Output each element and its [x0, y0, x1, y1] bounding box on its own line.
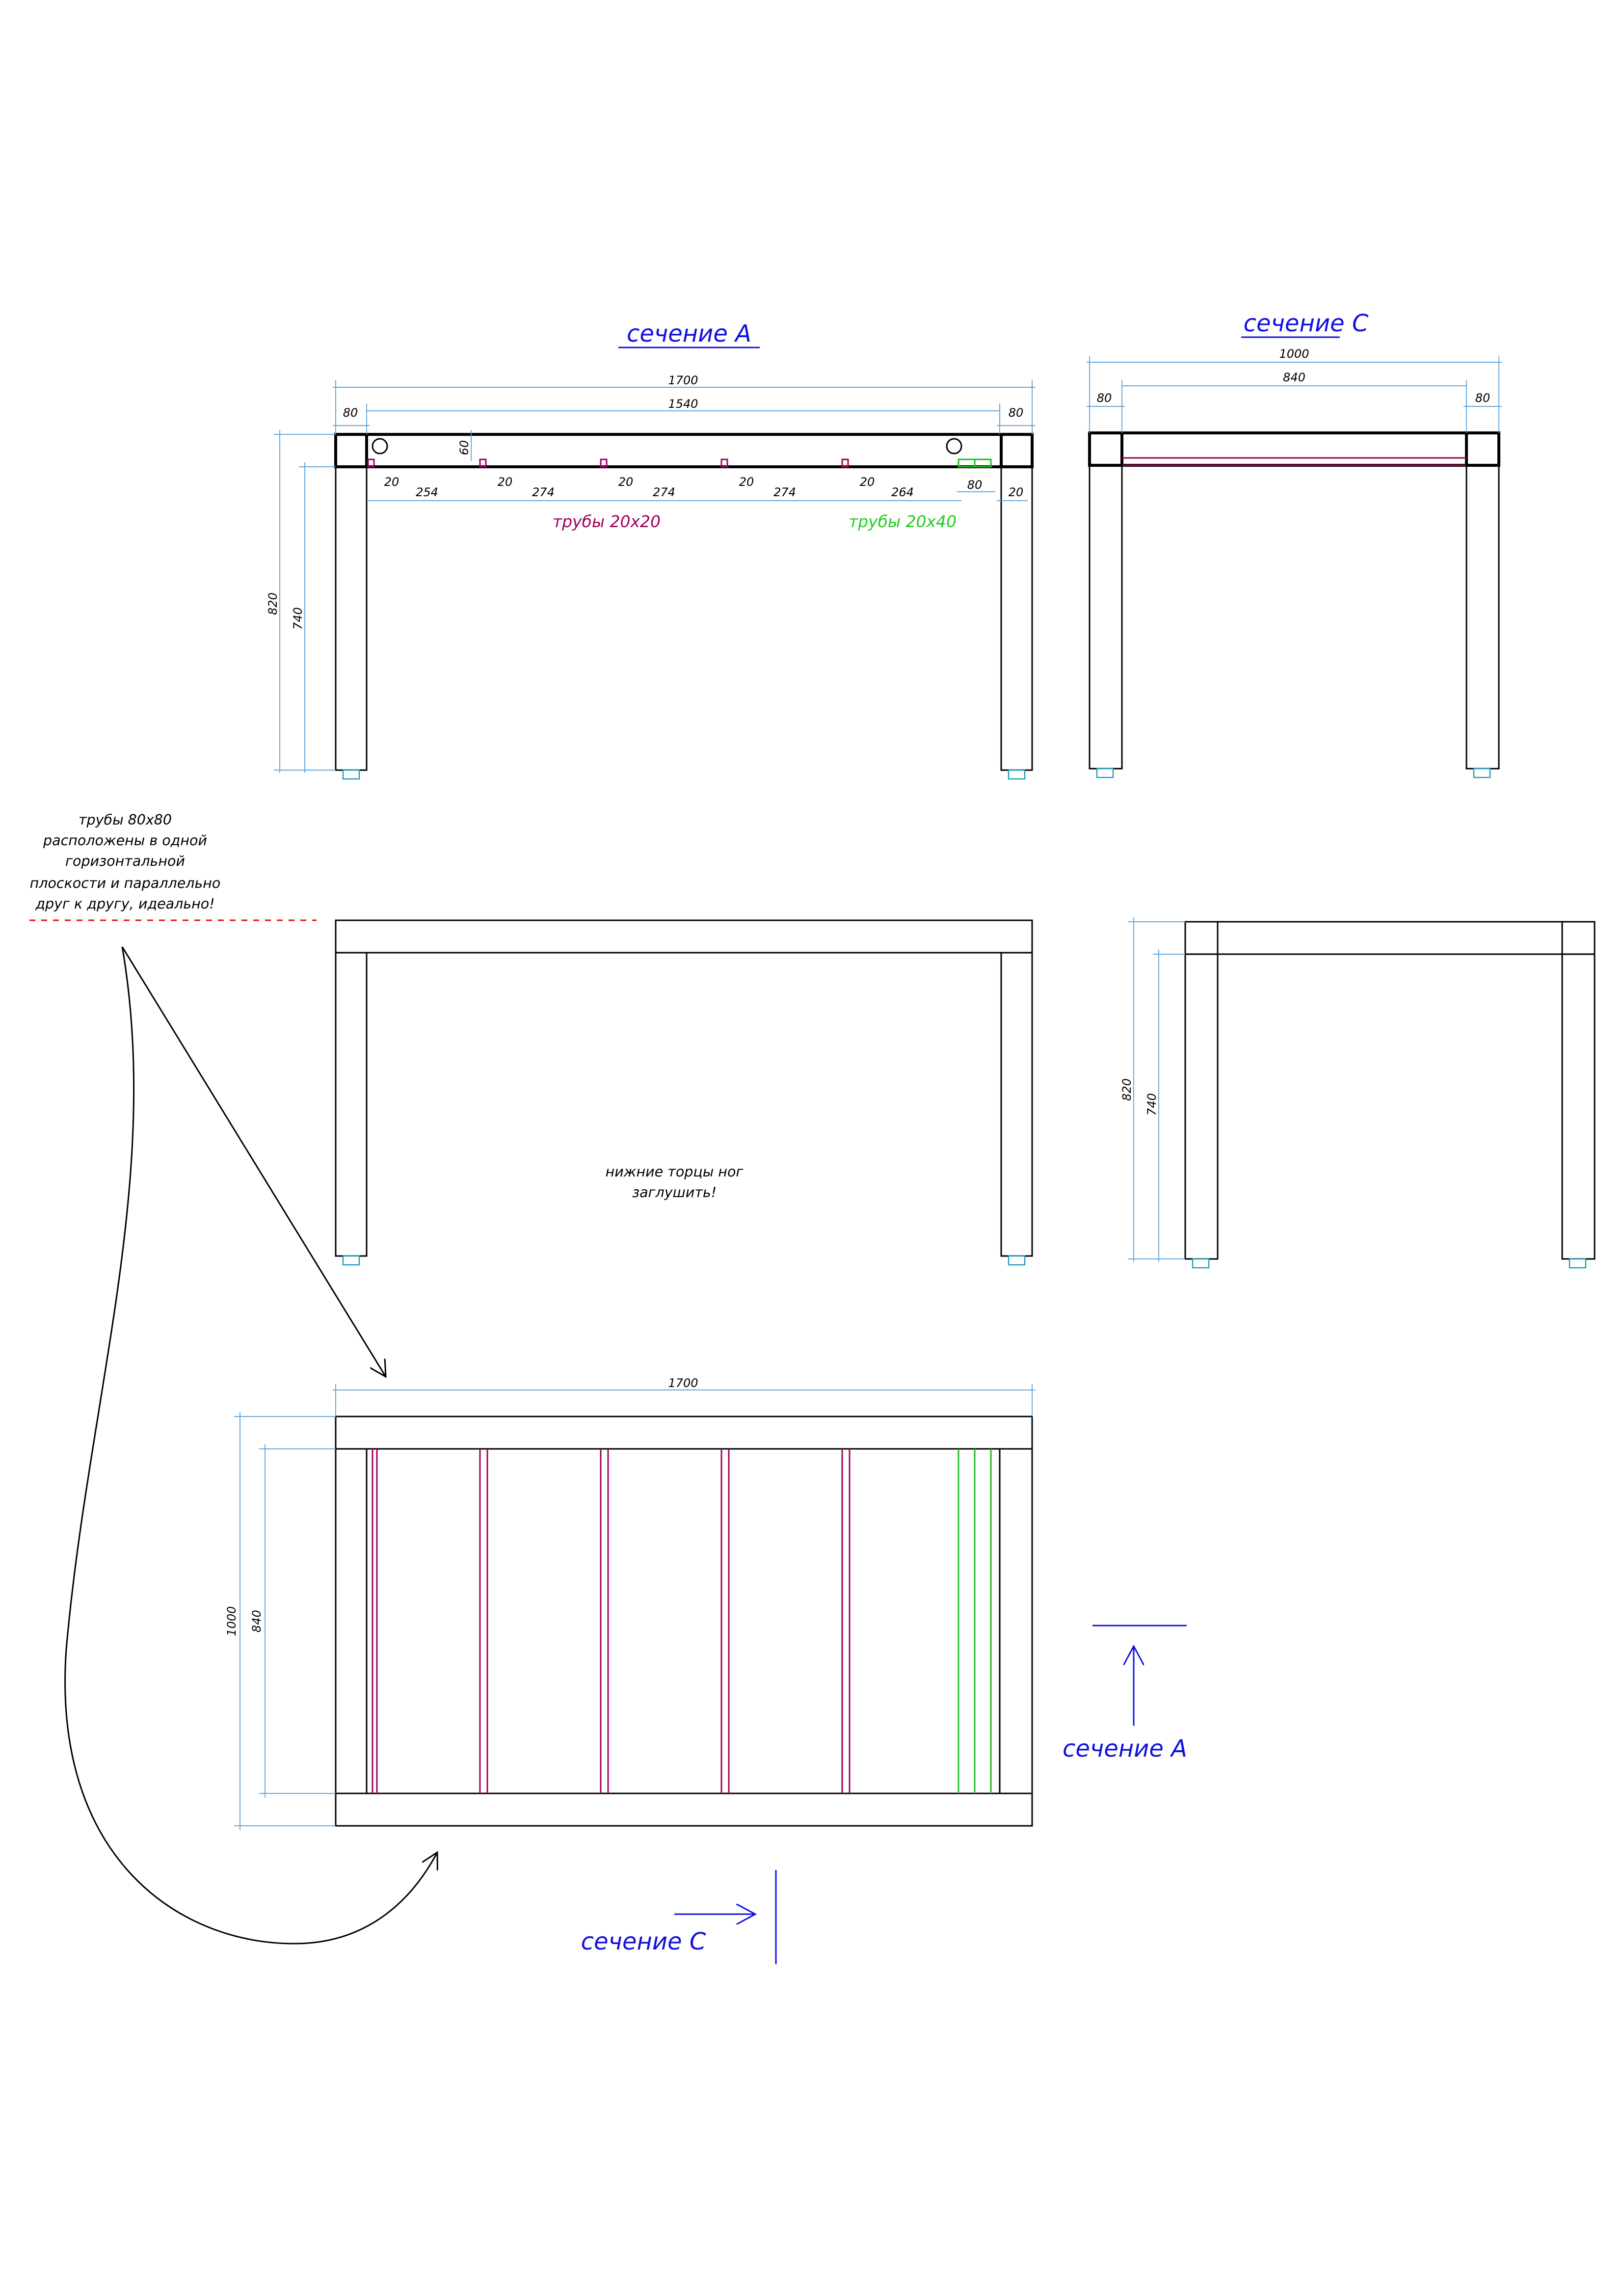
foot-right [1008, 1255, 1026, 1266]
leg-section-left [1088, 431, 1123, 467]
leg-section-left [334, 433, 368, 469]
dim-820: 820 [266, 592, 280, 615]
pointer-arrows [64, 946, 437, 1945]
svg-text:264: 264 [891, 485, 914, 499]
note-80x80: трубы 80x80 расположены в одной горизонт… [29, 812, 317, 921]
side-view: 820 740 [1120, 917, 1596, 1269]
leg-left [335, 952, 368, 1257]
dim-1540: 1540 [668, 397, 698, 411]
tubes-20x20 [367, 458, 849, 468]
tubes-20x40 [958, 1449, 992, 1794]
table-top-rail [334, 433, 1034, 469]
dim-740: 740 [291, 607, 305, 630]
svg-text:20: 20 [1009, 485, 1024, 499]
svg-text:254: 254 [416, 485, 438, 499]
leg-right [1465, 464, 1500, 770]
hole-icon [946, 438, 962, 454]
curved-arrow-icon [64, 946, 437, 1945]
dimension-lines [274, 380, 1035, 774]
dim-80-left: 80 [343, 406, 358, 420]
dim-1000: 1000 [225, 1606, 239, 1636]
table-top [1184, 921, 1596, 955]
svg-text:друг к другу, идеально!: друг к другу, идеально! [35, 896, 214, 912]
leg-right [1000, 466, 1033, 771]
label-tubes-20x20: трубы 20x20 [553, 512, 661, 531]
dim-1700: 1700 [668, 1376, 698, 1390]
dim-80-right: 80 [1475, 391, 1491, 405]
leg-caps-note: нижние торцы ног [606, 1164, 744, 1180]
foot-right [1008, 769, 1026, 780]
dim-80-left: 80 [1097, 391, 1112, 405]
dim-840: 840 [1283, 371, 1305, 384]
svg-text:274: 274 [532, 485, 555, 499]
section-a-title: сечение A [627, 320, 751, 347]
tubes-20x40 [958, 458, 992, 468]
foot-left [1096, 768, 1114, 778]
dim-740: 740 [1145, 1093, 1159, 1116]
tubes-20x20 [372, 1449, 851, 1794]
leg-section-right [1465, 431, 1500, 467]
svg-text:20: 20 [618, 475, 634, 489]
svg-text:20: 20 [739, 475, 754, 489]
foot-left [342, 769, 360, 780]
dim-60: 60 [457, 440, 471, 455]
arrow-icon [121, 946, 386, 1377]
leg-caps-note: заглушить! [632, 1184, 717, 1201]
leg-right [1561, 953, 1596, 1260]
svg-text:274: 274 [773, 485, 796, 499]
dim-1000: 1000 [1279, 347, 1309, 361]
svg-text:20: 20 [498, 475, 513, 489]
svg-text:274: 274 [653, 485, 675, 499]
spacing-dims: 20 254 20 274 20 274 20 274 20 264 80 20 [384, 475, 1024, 499]
foot-left [342, 1255, 360, 1266]
svg-text:горизонтальной: горизонтальной [65, 853, 185, 869]
section-c-marker: сечение C [581, 1870, 777, 1965]
dim-840: 840 [250, 1610, 264, 1632]
label-tubes-20x40: трубы 20x40 [849, 512, 957, 531]
section-a-marker: сечение A [1063, 1625, 1187, 1762]
section-c-view: сечение C 1000 840 80 80 [1087, 310, 1502, 778]
svg-text:плоскости и параллельно: плоскости и параллельно [30, 875, 221, 891]
svg-text:трубы 80x80: трубы 80x80 [79, 812, 172, 828]
marker-c-label: сечение C [581, 1928, 706, 1955]
hole-icon [372, 438, 388, 454]
plan-view: 1700 1000 840 [225, 1376, 1035, 1831]
foot-right [1473, 768, 1491, 778]
dimension-lines [1087, 356, 1502, 433]
dim-1700: 1700 [668, 374, 698, 387]
leg-left [1184, 953, 1219, 1260]
leg-left [335, 466, 368, 771]
frame-outline [335, 1415, 1033, 1827]
svg-text:80: 80 [967, 478, 983, 492]
dim-820: 820 [1120, 1078, 1134, 1101]
section-a-view: сечение A 1700 1540 80 80 60 820 740 20 … [266, 320, 1035, 780]
leg-right [1000, 952, 1033, 1257]
svg-text:расположены в одной: расположены в одной [43, 832, 207, 849]
svg-text:20: 20 [384, 475, 399, 489]
dim-80-right: 80 [1009, 406, 1024, 420]
marker-a-label: сечение A [1063, 1735, 1187, 1762]
front-view: нижние торцы ног заглушить! [335, 919, 1033, 1266]
section-c-title: сечение C [1244, 310, 1369, 337]
foot-right [1569, 1258, 1587, 1269]
table-top-rail [1088, 431, 1500, 467]
leg-section-right [1000, 433, 1034, 469]
svg-text:20: 20 [860, 475, 875, 489]
leg-left [1089, 464, 1123, 770]
table-top [335, 919, 1033, 954]
foot-left [1192, 1258, 1210, 1269]
